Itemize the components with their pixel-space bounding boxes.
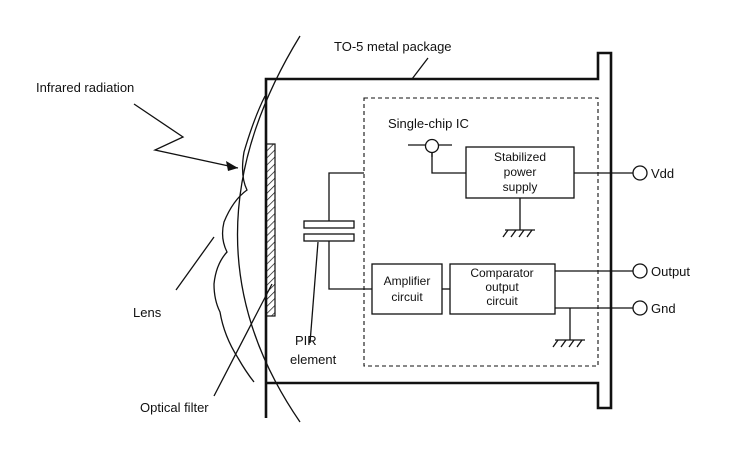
transistor-to-supply-wire [431,153,466,174]
stabilized-label-2: power [504,165,537,179]
output-terminal [632,263,648,279]
optical-filter-label: Optical filter [140,400,209,415]
metal-package-outline [264,51,613,418]
comparator-output-circuit-block [449,263,556,315]
lens-leader [175,236,215,291]
supply-ground-symbol [502,229,535,238]
infrared-arrow-head [226,161,238,171]
lens-wavy-profile [213,95,266,383]
pir-top-wire [328,172,364,221]
stabilized-power-supply-block [465,146,575,199]
optical-filter [265,143,276,317]
stabilized-label-3: supply [503,180,538,194]
comparator-label-3: circuit [486,294,518,308]
amplifier-label-2: circuit [391,290,423,304]
single-chip-ic-boundary [363,97,599,367]
infrared-radiation-arrow [133,103,239,169]
output-label: Output [651,264,690,279]
pir-leader [309,241,319,344]
comparator-ground-symbol [552,339,585,348]
pir-element-top-plate [303,220,355,229]
infrared-radiation-label: Infrared radiation [36,80,134,95]
filter-leader [213,283,273,397]
comparator-label-2: output [485,280,519,294]
amplifier-circuit-block [371,263,443,315]
amplifier-label-1: Amplifier [384,274,431,288]
stabilized-label-1: Stabilized [494,150,546,164]
package-leader [411,57,429,80]
pir-element-label-2: element [290,352,337,367]
single-chip-ic-label: Single-chip IC [388,116,469,131]
pir-element-label-1: PIR [295,333,317,348]
pir-bottom-wire [328,241,372,290]
transistor-node [424,138,440,154]
pir-element-bottom-plate [303,233,355,242]
vdd-label: Vdd [651,166,674,181]
gnd-label: Gnd [651,301,676,316]
comparator-label-1: Comparator [470,266,533,280]
package-label: TO-5 metal package [334,39,452,54]
vdd-terminal [632,165,648,181]
lens-label: Lens [133,305,162,320]
lens-arc [236,35,301,423]
gnd-terminal [632,300,648,316]
